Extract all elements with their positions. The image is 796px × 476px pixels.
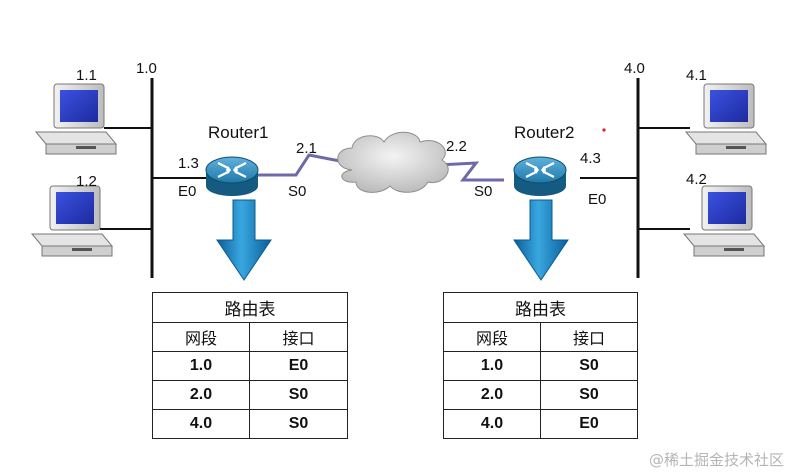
- table-title: 路由表: [152, 292, 348, 323]
- computer-icon: [684, 83, 768, 155]
- router2-arrow-icon: [513, 199, 569, 281]
- wan-cloud-icon: [337, 131, 449, 193]
- column-header-segment: 网段: [443, 322, 541, 352]
- table-row: 2.0 S0: [152, 380, 348, 410]
- router2-e0-label: E0: [588, 191, 606, 208]
- router1-name-label: Router1: [208, 123, 268, 142]
- segment-cell: 1.0: [152, 351, 250, 381]
- router2-s0-ip-label: 2.2: [446, 138, 467, 155]
- router2-s0-label: S0: [474, 183, 492, 200]
- table-row: 1.0 E0: [152, 351, 348, 381]
- interface-cell: S0: [540, 380, 638, 410]
- host-1-2-label: 1.2: [76, 173, 97, 190]
- router2-name-label: Router2: [514, 123, 574, 142]
- table-title: 路由表: [443, 292, 638, 323]
- router2-icon: [513, 156, 567, 196]
- watermark: @稀土掘金技术社区: [648, 451, 784, 469]
- serial-link-right: [437, 161, 504, 182]
- router1-e0-ip-label: 1.3: [178, 155, 199, 172]
- router2-e0-ip-label: 4.3: [580, 150, 601, 167]
- segment-cell: 1.0: [443, 351, 541, 381]
- router1-arrow-icon: [216, 199, 272, 281]
- host-1-1-label: 1.1: [76, 67, 97, 84]
- segment-cell: 2.0: [443, 380, 541, 410]
- table-row: 4.0 S0: [152, 409, 348, 439]
- router1-s0-label: S0: [288, 183, 306, 200]
- column-header-interface: 接口: [540, 322, 638, 352]
- segment-cell: 4.0: [443, 409, 541, 439]
- interface-cell: S0: [249, 380, 348, 410]
- interface-cell: E0: [249, 351, 348, 381]
- network-4-0-label: 4.0: [624, 60, 645, 77]
- interface-cell: S0: [540, 351, 638, 381]
- column-header-segment: 网段: [152, 322, 250, 352]
- serial-link-left: [256, 153, 346, 177]
- computer-icon: [30, 185, 114, 257]
- network-1-0-label: 1.0: [136, 60, 157, 77]
- router1-s0-ip-label: 2.1: [296, 140, 317, 157]
- red-dot: [602, 128, 606, 132]
- segment-cell: 2.0: [152, 380, 250, 410]
- computer-icon: [34, 83, 118, 155]
- router1-e0-label: E0: [178, 183, 196, 200]
- table-row: 4.0 E0: [443, 409, 638, 439]
- computer-icon: [682, 185, 766, 257]
- host-4-1-label: 4.1: [686, 67, 707, 84]
- column-header-interface: 接口: [249, 322, 348, 352]
- table-row: 2.0 S0: [443, 380, 638, 410]
- interface-cell: S0: [249, 409, 348, 439]
- host-4-2-label: 4.2: [686, 171, 707, 188]
- router1-icon: [205, 156, 259, 196]
- router2-routing-table: 路由表 网段 接口 1.0 S0 2.0 S0 4.0 E0: [443, 292, 638, 439]
- router1-routing-table: 路由表 网段 接口 1.0 E0 2.0 S0 4.0 S0: [152, 292, 348, 439]
- table-row: 1.0 S0: [443, 351, 638, 381]
- interface-cell: E0: [540, 409, 638, 439]
- segment-cell: 4.0: [152, 409, 250, 439]
